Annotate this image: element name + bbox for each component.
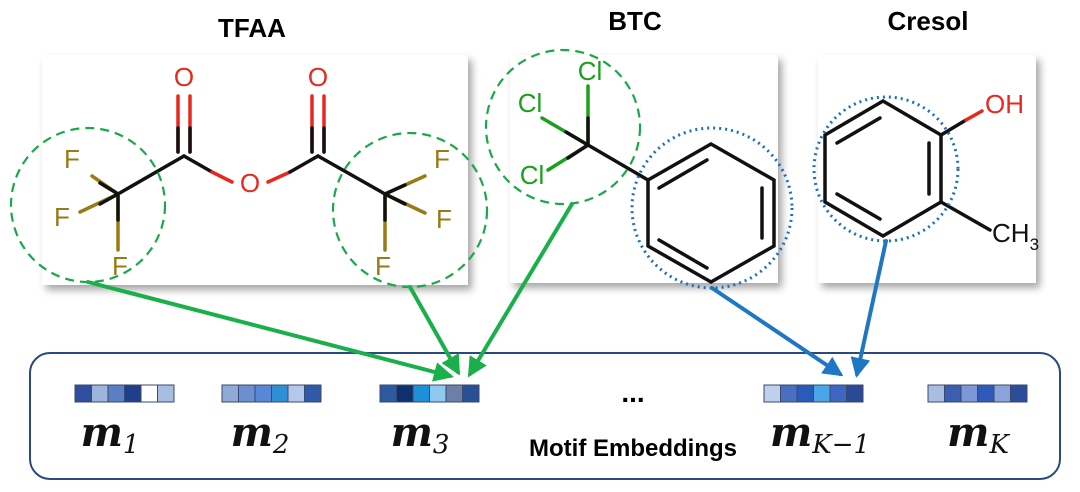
embedding-cell [238,384,256,403]
embedding-subscript: 1 [123,430,140,460]
embedding-subscript: 3 [433,430,450,460]
embedding-m-5: mK [927,384,1028,460]
embedding-cell [927,384,945,403]
embedding-ellipsis: ... [621,377,644,408]
arrow-tfaa-left-to-m3 [86,280,454,382]
cresol-methyl-ch: CH [992,218,1030,248]
motif-circle-btc-ccl3 [484,48,642,206]
btc-chlorine-3: Cl [520,160,545,190]
cresol-card [818,55,1036,283]
embedding-cell [91,384,109,403]
arrow-btc-ccl3-to-m3 [467,202,574,378]
embedding-cell [763,384,781,403]
embedding-symbol: m [81,409,123,456]
embedding-cell [271,384,289,403]
cresol-methyl-subscript: 3 [1030,235,1039,254]
btc-bonds [540,84,776,285]
cresol-methyl: CH3 [992,218,1039,254]
arrow-cresol-benzene-to-mk1 [850,239,888,378]
embedding-m-3: m3 [379,384,480,460]
embedding-cell [977,384,995,403]
embedding-cell [813,384,831,403]
embedding-cell [221,384,239,403]
cresol-title: Cresol [888,6,969,36]
embedding-cell [254,384,272,403]
tfaa-fluorine-4: F [434,144,450,174]
embedding-symbol: m [947,409,989,456]
tfaa-oxygen-right: O [308,62,328,92]
embedding-cell [846,384,864,403]
embedding-cell [412,384,430,403]
embedding-cell [379,384,397,403]
embedding-label: m2 [231,409,290,460]
embedding-cell [944,384,962,403]
tfaa-panel: O O O F F F F F F [42,55,468,285]
embedding-cell [445,384,463,403]
embedding-cell [993,384,1011,403]
cresol-panel: OH CH3 [818,55,1039,283]
tfaa-fluorine-6: F [375,251,391,281]
btc-panel: Cl Cl Cl [510,55,778,285]
embedding-cell [780,384,798,403]
tfaa-oxygen-bridge: O [240,168,260,198]
embedding-label: m1 [81,409,140,460]
btc-chlorine-2: Cl [518,88,543,118]
embedding-cell [304,384,322,403]
btc-card [510,55,778,283]
embedding-cell [429,384,447,403]
cresol-hydroxyl: OH [985,89,1024,119]
btc-title: BTC [608,6,662,36]
motif-circle-btc-benzene [630,126,794,290]
tfaa-title: TFAA [218,13,286,43]
embedding-cell [796,384,814,403]
arrow-btc-benzene-to-mk1 [710,286,844,377]
embedding-label: mK−1 [770,409,870,460]
embedding-label: m3 [391,409,450,460]
embedding-symbol: m [231,409,273,456]
embedding-cell [829,384,847,403]
motif-circle-cresol-benzene [812,95,960,243]
embedding-cell [107,384,125,403]
tfaa-oxygen-left: O [174,62,194,92]
tfaa-fluorine-1: F [64,144,80,174]
embedding-cell [960,384,978,403]
embedding-cell [462,384,480,403]
embedding-cell [124,384,142,403]
embedding-cell [1010,384,1028,403]
tfaa-card [42,55,468,285]
embedding-subscript: K [988,430,1010,460]
embedding-label: mK [947,409,1010,460]
embedding-cell [287,384,305,403]
embedding-cell [140,384,158,403]
tfaa-bonds [78,94,427,252]
embedding-symbol: m [770,409,812,456]
embedding-cell [396,384,414,403]
embedding-cell [157,384,175,403]
embedding-m-1: m1 [74,384,175,460]
embeddings-caption: Motif Embeddings [529,435,737,462]
btc-chlorine-1: Cl [578,56,603,86]
embedding-m-4: mK−1 [763,384,870,460]
embedding-subscript: K−1 [811,430,870,460]
embedding-symbol: m [391,409,433,456]
tfaa-fluorine-2: F [54,202,70,232]
arrow-tfaa-right-to-m3 [408,285,460,376]
embedding-m-2: m2 [221,384,322,460]
embedding-subscript: 2 [272,430,290,460]
motif-arrows [86,202,888,382]
embedding-cell [74,384,92,403]
tfaa-fluorine-5: F [436,204,452,234]
cresol-bonds [823,98,992,239]
